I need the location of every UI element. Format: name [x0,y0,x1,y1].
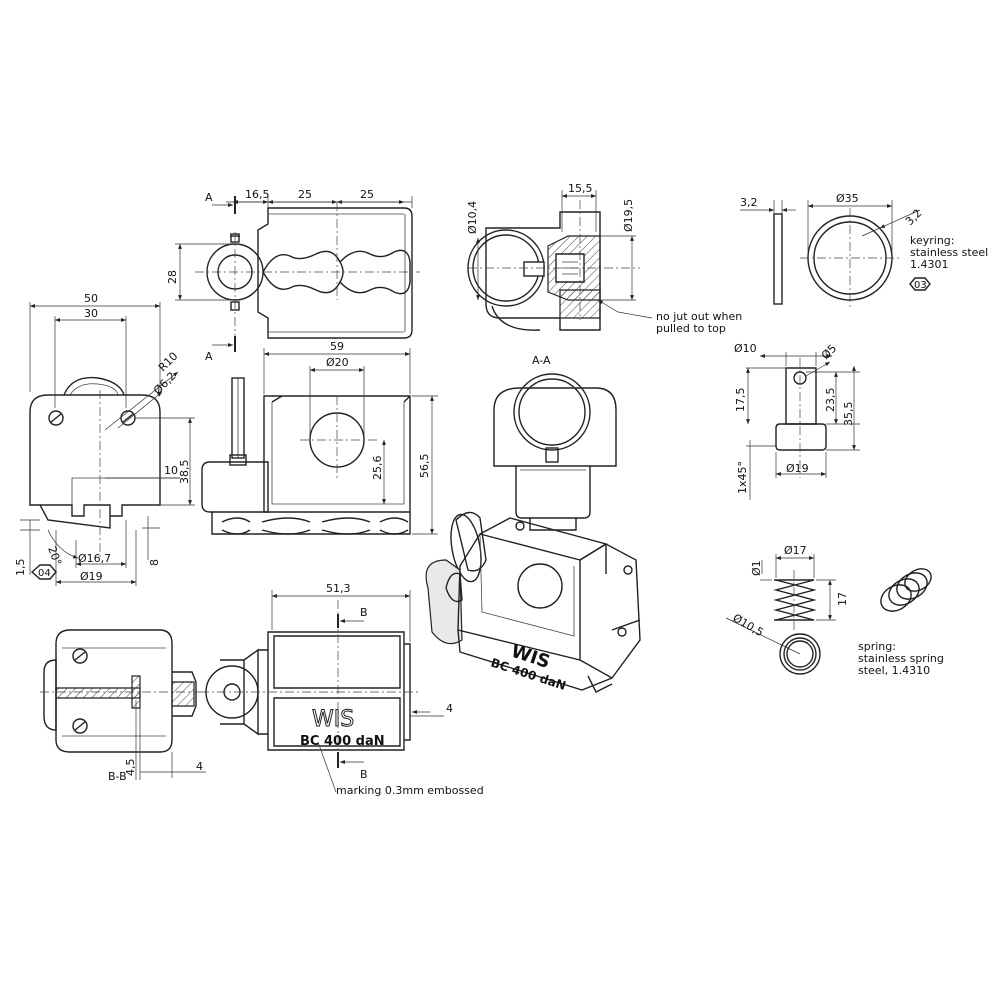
top-view [175,196,420,352]
keyring-detail [740,200,931,308]
dim-phi16-7: Ø16,7 [78,552,111,565]
dim-phi10: Ø10 [734,342,757,355]
section-a-top-label: A [205,191,213,204]
dim-17-5: 17,5 [734,388,747,413]
dim-30: 30 [84,307,98,320]
dim-8: 8 [148,559,161,566]
dim-phi19-pin: Ø19 [786,462,809,475]
dim-17: 17 [836,592,849,606]
section-b-bottom-label: B [360,768,368,781]
dim-23-5: 23,5 [824,388,837,413]
note-spring-1: spring: [858,640,896,653]
end-view-ring [493,373,617,531]
note-no-jut-1: no jut out when [656,310,742,323]
dim-phi19-5: Ø19,5 [622,199,635,232]
note-keyring-3: 1.4301 [910,258,949,271]
dim-35-5: 35,5 [842,402,855,427]
dim-4-right: 4 [446,702,453,715]
dim-angle-20: 20° [45,545,64,568]
note-no-jut-2: pulled to top [656,322,726,335]
dim-phi20: Ø20 [326,356,349,369]
note-spring-2: stainless spring [858,652,944,665]
dim-10: 10 [164,464,178,477]
dim-51-3: 51,3 [326,582,351,595]
dim-16-5: 16,5 [245,188,270,201]
dim-phi35: Ø35 [836,192,859,205]
dim-phi10-5: Ø10,5 [731,611,766,639]
dim-28: 28 [166,270,179,284]
dim-3-2-width: 3,2 [740,196,758,209]
dim-25-6: 25,6 [371,456,384,481]
isometric-view [425,511,641,693]
dim-phi5: Ø5 [819,342,839,362]
front-rating-engraving: BC 400 daN [300,734,385,749]
section-a-a-view [467,190,653,331]
note-keyring-1: keyring: [910,234,955,247]
dim-phi19-left: Ø19 [80,570,103,583]
dim-56-5: 56,5 [418,454,431,479]
dim-38-5: 38,5 [178,460,191,485]
dim-1-5: 1,5 [14,559,27,577]
left-side-view [20,302,195,586]
section-a-bottom-label: A [205,350,213,363]
front-brand-engraving: WIS [312,707,354,732]
dim-15-5: 15,5 [568,182,593,195]
dim-59: 59 [330,340,344,353]
part-tag-03: 03 [914,280,927,291]
note-marking: marking 0.3mm embossed [336,784,484,797]
pin-detail [746,352,860,500]
section-b-top-label: B [360,606,368,619]
dim-25-b: 25 [360,188,374,201]
dim-4-5: 4,5 [124,759,137,777]
dim-phi1: Ø1 [750,560,763,576]
bottom-front-view [200,590,444,793]
part-tag-04: 04 [38,568,51,579]
section-b-b-view [40,629,206,780]
dim-50: 50 [84,292,98,305]
dim-chamfer: 1x45° [736,461,749,494]
front-view [201,348,438,535]
section-a-a-label: A-A [532,354,551,367]
section-b-b-label: B-B [108,770,127,783]
dim-25-a: 25 [298,188,312,201]
dim-phi6-2: Ø6,2 [151,369,179,397]
dim-phi10-4: Ø10,4 [466,201,479,234]
note-spring-3: steel, 1.4310 [858,664,930,677]
dim-3-2-ring: 3,2 [903,207,925,229]
dim-4-bottom-left: 4 [196,760,203,773]
dim-phi17: Ø17 [784,544,807,557]
note-keyring-2: stainless steel [910,246,988,259]
spring-detail [725,554,932,675]
